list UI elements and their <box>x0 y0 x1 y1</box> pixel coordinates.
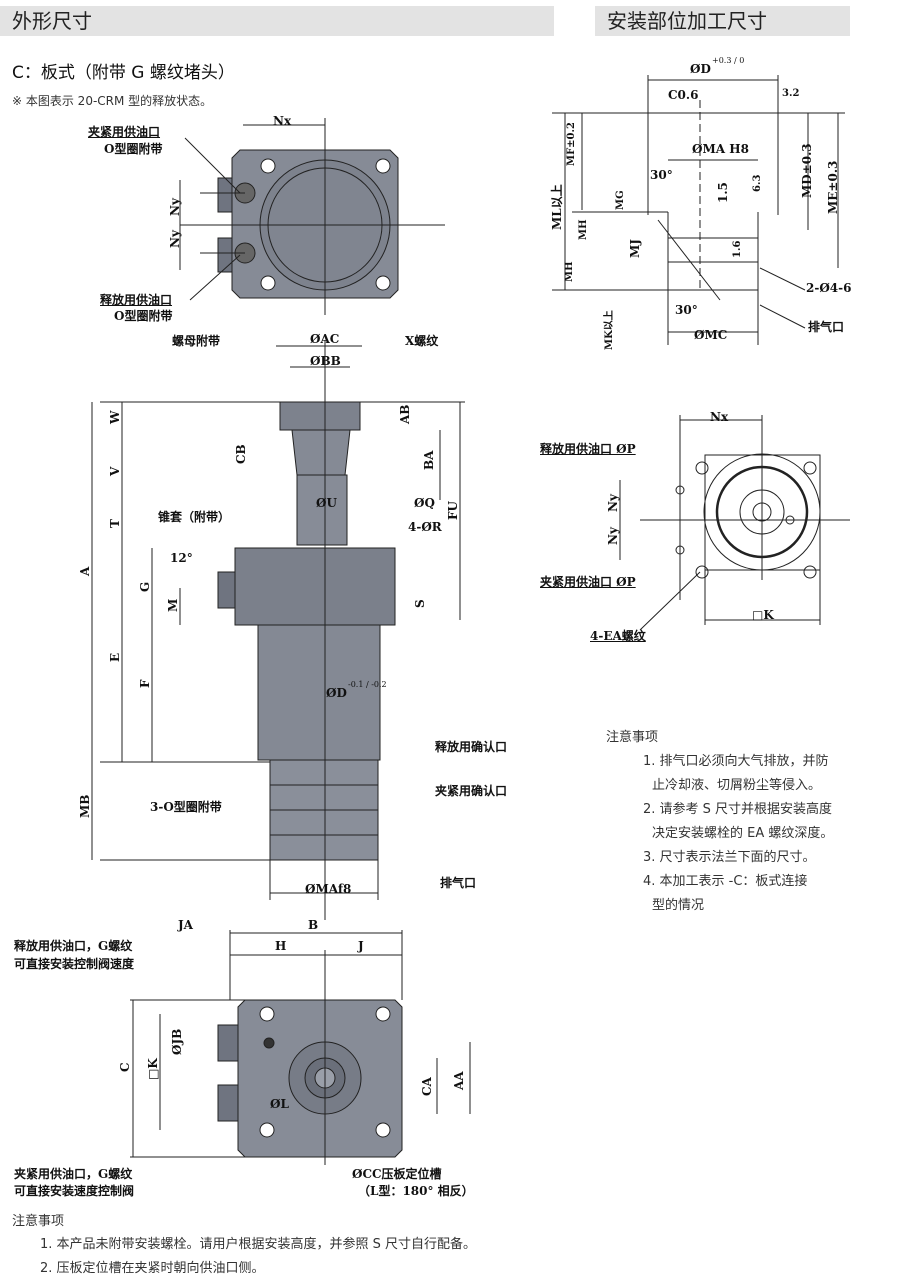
label-release-check: 释放用确认口 <box>435 740 508 754</box>
label-g: G <box>138 581 152 592</box>
label-aa: AA <box>452 1071 466 1090</box>
label-16: 1.6 <box>732 240 743 258</box>
label-holes: 2-Ø4-6 <box>806 281 852 295</box>
label-v: V <box>108 466 122 476</box>
label-b: B <box>308 918 319 932</box>
label-ny-2: Ny <box>168 230 182 248</box>
notes-bottom-item-2: 2. 压板定位槽在夹紧时朝向供油口侧。 <box>40 1261 265 1276</box>
label-a: A <box>78 566 92 576</box>
label-fu: FU <box>446 501 460 520</box>
label-ny-1: Ny <box>168 198 182 216</box>
label-t: T <box>108 519 122 528</box>
label-30a: 30° <box>650 168 673 182</box>
label-63: 6.3 <box>752 174 763 192</box>
label-nx: Nx <box>273 114 292 128</box>
label-mh1: MH <box>578 219 589 240</box>
label-collet: 锥套（附带） <box>158 510 231 524</box>
label-release-oring: O型圈附带 <box>114 309 173 323</box>
label-f-ny2: Ny <box>606 527 620 545</box>
label-ma: ØMA H8 <box>692 142 749 156</box>
notes-bottom-item-1: 1. 本产品未附带安装螺栓。请用户根据安装高度，并参照 S 尺寸自行配备。 <box>40 1237 477 1252</box>
label-oring3: 3-O型圈附带 <box>150 800 222 814</box>
label-c06: C0.6 <box>668 88 699 102</box>
label-clamp-check: 夹紧用确认口 <box>435 784 508 798</box>
label-30b: 30° <box>675 303 698 317</box>
label-m-d-tol: +0.3 / 0 <box>712 56 745 65</box>
label-w: W <box>108 410 122 424</box>
subtitle: C：板式（附带 G 螺纹堵头） <box>12 63 235 83</box>
label-mc: ØMC <box>694 328 728 342</box>
notes-right-line-4: 决定安装螺栓的 EA 螺纹深度。 <box>652 826 834 841</box>
label-clamp-g1: 夹紧用供油口，G螺纹 <box>14 1167 133 1181</box>
header-outline: 外形尺寸 <box>0 6 554 36</box>
label-f-ea: 4-EA螺纹 <box>590 629 646 643</box>
label-d: ØD <box>326 686 347 700</box>
label-j: J <box>358 939 364 953</box>
label-cb: CB <box>234 444 248 464</box>
label-angle: 12° <box>170 551 193 565</box>
label-cc2: （L型：180° 相反） <box>358 1184 474 1198</box>
label-h: H <box>275 939 287 953</box>
label-15: 1.5 <box>716 182 730 203</box>
header-mounting: 安装部位加工尺寸 <box>595 6 850 36</box>
label-clamp-g2: 可直接安装速度控制阀 <box>14 1184 135 1198</box>
label-m-exhaust: 排气口 <box>808 320 845 334</box>
notes-bottom-title: 注意事项 <box>12 1214 65 1229</box>
label-ca: CA <box>420 1077 434 1096</box>
label-maf8: ØMAf8 <box>305 882 352 896</box>
label-f-release: 释放用供油口 ØP <box>540 442 636 456</box>
label-f-clamp: 夹紧用供油口 ØP <box>540 575 636 589</box>
label-jb: ØJB <box>170 1028 184 1055</box>
label-release-port: 释放用供油口 <box>100 293 173 307</box>
label-exhaust: 排气口 <box>440 876 477 890</box>
label-ba: BA <box>422 450 436 470</box>
label-d-tol: -0.1 / -0.2 <box>348 680 387 689</box>
notes-right-line-3: 2. 请参考 S 尺寸并根据安装高度 <box>643 802 833 817</box>
label-cc: ØCC压板定位槽 <box>352 1167 442 1181</box>
label-clamp-port: 夹紧用供油口 <box>88 125 161 139</box>
notes-right-line-2: 止冷却液、切屑粉尘等侵入。 <box>652 778 822 793</box>
label-m-d: ØD <box>690 62 711 76</box>
notes-right-line-7: 型的情况 <box>652 898 705 913</box>
label-mg: MG <box>615 190 626 210</box>
label-r: 4-ØR <box>408 520 442 534</box>
label-e: E <box>108 652 122 662</box>
notes-right-line-1: 1. 排气口必须向大气排放，并防 <box>643 754 829 769</box>
notes-right-line-5: 3. 尺寸表示法兰下面的尺寸。 <box>643 850 816 865</box>
label-me: ME±0.3 <box>826 160 840 214</box>
label-release-g1: 释放用供油口，G螺纹 <box>14 939 133 953</box>
label-m: M <box>166 598 180 612</box>
label-ml: ML以上 <box>550 184 564 230</box>
label-md: MD±0.3 <box>800 143 814 198</box>
label-f-ny1: Ny <box>606 494 620 512</box>
label-x-thread: X螺纹 <box>405 334 439 348</box>
notes-right-line-6: 4. 本加工表示 -C：板式连接 <box>643 874 808 889</box>
label-mk: MK以上 <box>604 310 615 350</box>
label-mb: MB <box>78 794 92 818</box>
label-mh2: MH <box>564 261 575 282</box>
label-r32: 3.2 <box>782 88 800 99</box>
label-f-nx: Nx <box>710 410 729 424</box>
label-release-g2: 可直接安装控制阀速度 <box>14 957 135 971</box>
label-l: ØL <box>270 1097 289 1111</box>
label-ja: JA <box>178 918 193 932</box>
label-ac: ØAC <box>310 332 340 346</box>
label-f-k: □K <box>752 608 774 622</box>
label-mf: MF±0.2 <box>566 122 577 166</box>
label-u: ØU <box>316 496 337 510</box>
label-bb: ØBB <box>310 354 341 368</box>
label-nut: 螺母附带 <box>172 334 221 348</box>
label-f: F <box>138 679 152 688</box>
notes-right-title: 注意事项 <box>606 730 659 745</box>
label-s: S <box>413 599 427 608</box>
label-c: C <box>118 1062 132 1072</box>
label-ab: AB <box>398 404 412 424</box>
label-q: ØQ <box>414 496 435 510</box>
label-k: □K <box>146 1058 160 1080</box>
label-mj: MJ <box>628 239 642 258</box>
note-top: ※ 本图表示 20-CRM 型的释放状态。 <box>12 94 213 108</box>
label-clamp-oring: O型圈附带 <box>104 142 163 156</box>
